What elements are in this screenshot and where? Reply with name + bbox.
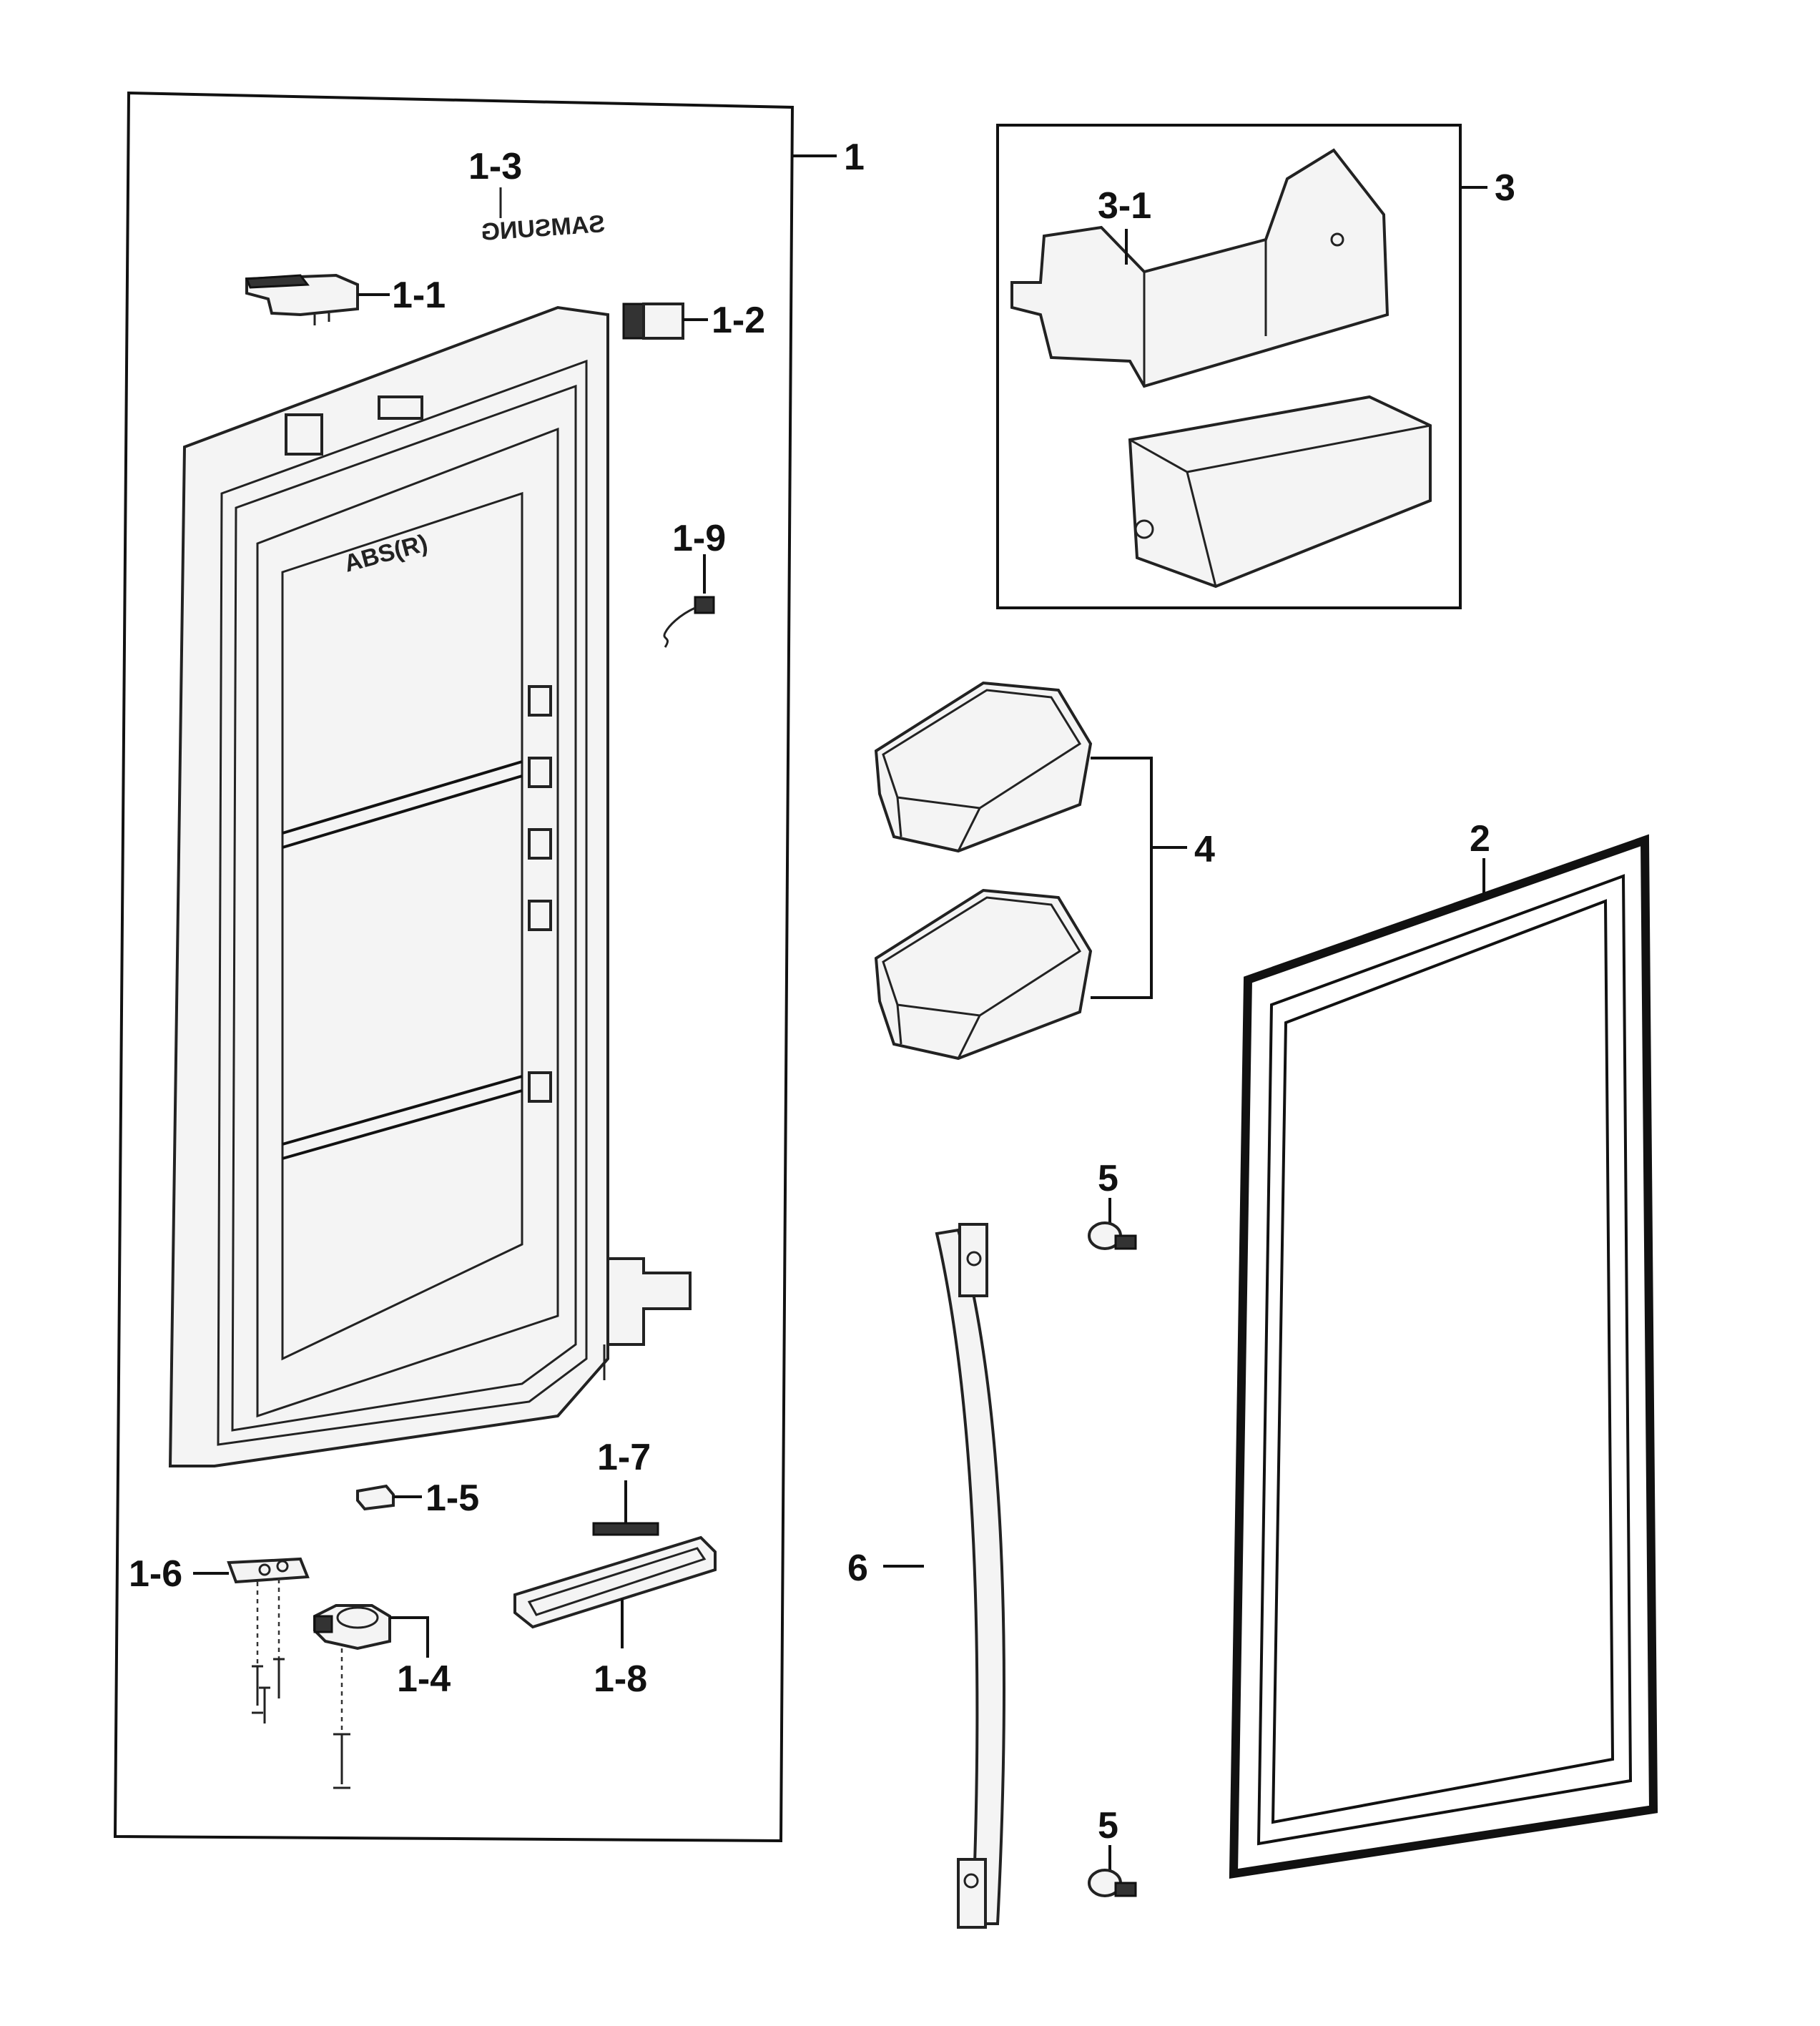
callout-1-1: 1-1: [392, 275, 446, 316]
callout-6: 6: [847, 1548, 868, 1589]
callout-1-5: 1-5: [426, 1477, 479, 1519]
door-handle-part: [883, 1223, 1005, 1929]
door-liner-part: ABS(R): [168, 305, 692, 1467]
callout-1-7: 1-7: [597, 1437, 651, 1478]
hinge-collar-part: [313, 1604, 429, 1789]
door-gasket-part: [1229, 834, 1658, 1879]
dispenser-housing-part: [1128, 395, 1432, 589]
callout-1-6: 1-6: [129, 1553, 182, 1595]
callout-4: 4: [1194, 829, 1215, 870]
callout-5-top: 5: [1098, 1158, 1118, 1199]
wire-harness-part: [663, 554, 715, 648]
label-strip-part: [592, 1480, 659, 1536]
door-bin-lower-part: [874, 888, 1093, 1061]
screw-bottom-part: [1088, 1845, 1137, 1897]
callout-1: 1: [844, 137, 865, 178]
hinge-plate-part: [193, 1557, 310, 1723]
callout-1-8: 1-8: [594, 1658, 647, 1700]
callout-5-bottom: 5: [1098, 1805, 1118, 1846]
callout-2: 2: [1470, 818, 1490, 860]
callout-1-3: 1-3: [468, 146, 522, 187]
door-pad-part: [356, 1484, 422, 1511]
callout-1-9: 1-9: [672, 518, 726, 559]
handle-trim-part: [513, 1535, 717, 1648]
switch-block-part: [622, 303, 708, 340]
screw-top-part: [1088, 1198, 1137, 1250]
samsung-logo-text: SAMSUNG: [480, 210, 606, 246]
group-3-frame: [996, 124, 1462, 609]
group-1-frame: [113, 91, 795, 1843]
dispenser-cap-part: [1010, 148, 1389, 388]
hinge-cap-part: [245, 273, 390, 325]
callout-1-4: 1-4: [397, 1658, 451, 1700]
samsung-logo-part: SAMSUNG: [480, 187, 606, 246]
callout-3-1: 3-1: [1098, 185, 1151, 227]
door-bin-upper-part: [874, 681, 1093, 853]
callout-3: 3: [1495, 167, 1515, 209]
callout-1-2: 1-2: [712, 300, 765, 341]
